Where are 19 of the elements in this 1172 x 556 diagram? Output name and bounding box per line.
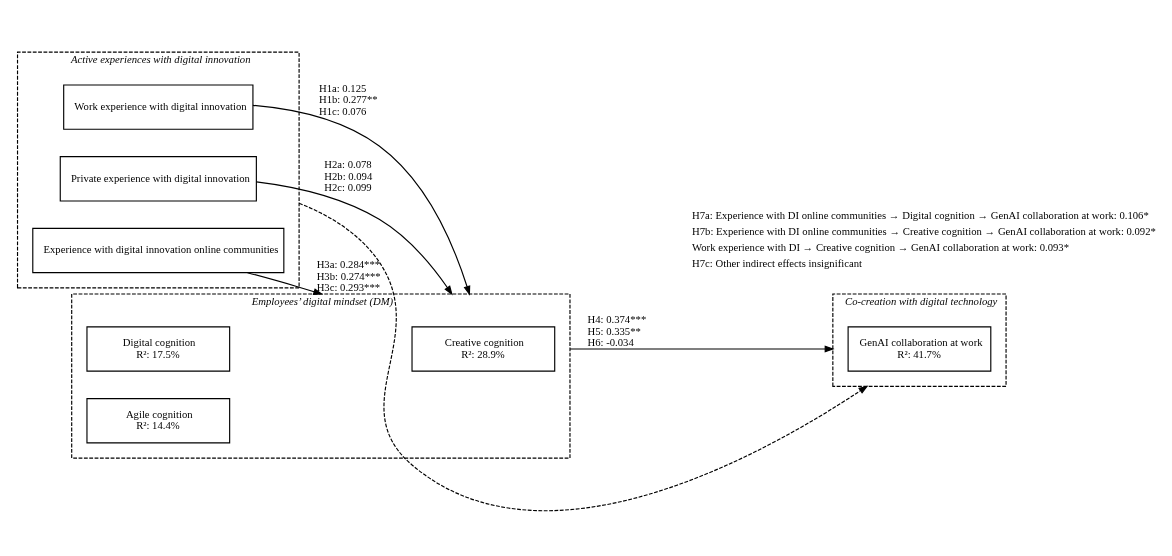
label: Work experience with DI → Creative cognition → GenAI collaboration at work: 0.093* (692, 240, 1070, 253)
edge-label: H4: 0.374*** H5: 0.335** H6: -0.034 (587, 312, 647, 348)
node-box: Experience with digital innovation online communities (32, 227, 285, 273)
edge-label: H1a: 0.125 H1b: 0.277** H1c: 0.076 (318, 81, 378, 117)
label: H7c: Other indirect effects insignificant (692, 256, 862, 269)
edge-label: H3a: 0.284*** H3b: 0.274*** H3c: 0.293*** (316, 257, 381, 293)
node-box: Digital cognition R²: 17.5% (86, 325, 231, 372)
edge-label: H2a: 0.078 H2b: 0.094 H2c: 0.099 (324, 157, 373, 193)
arrow (255, 180, 453, 295)
label: H7a: Experience with DI online communities → Digital cognition → GenAI collaboration at work: 0.106* (692, 208, 1149, 221)
node-box: Private experience with digital innovation (59, 155, 257, 201)
node-box: Agile cognition R²: 14.4% (86, 397, 231, 443)
node-box: Creative cognition R²: 28.9% (411, 325, 556, 372)
label: H7b: Experience with DI online communities → Creative cognition → GenAI collaboration at work: 0.092* (692, 224, 1156, 237)
arrow (569, 345, 835, 352)
arrow (298, 202, 869, 511)
node-box: Work experience with digital innovation (63, 83, 254, 130)
node-box: GenAI collaboration at work R²: 41.7% (847, 325, 992, 372)
arrow (252, 104, 471, 296)
